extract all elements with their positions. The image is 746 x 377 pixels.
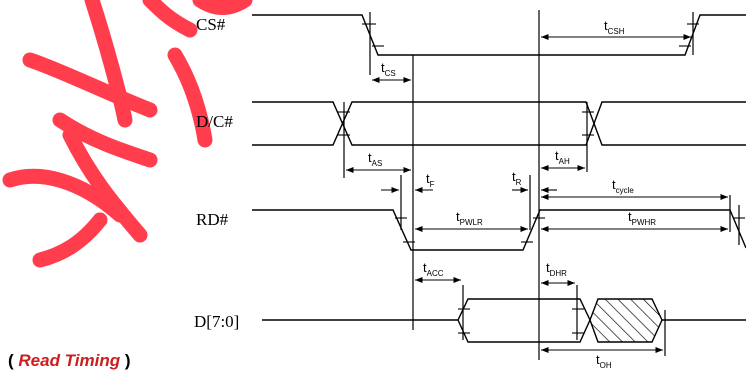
caption-close-paren: )	[120, 351, 131, 370]
cs-waveform	[252, 14, 746, 56]
dimension-arrows	[346, 33, 728, 354]
tcycle-label: tcycle	[612, 177, 634, 195]
tas-label: tAS	[368, 150, 382, 168]
transition-ticks	[338, 23, 745, 334]
tpwlr-label: tPWLR	[456, 209, 483, 227]
data-bus-signal-label: D[7:0]	[194, 312, 239, 331]
tah-label: tAH	[555, 148, 570, 166]
rd-signal-label: RD#	[196, 210, 229, 229]
data-bus-waveform	[262, 298, 746, 343]
diagram-caption: ( Read Timing )	[8, 351, 130, 371]
reference-lines	[343, 10, 740, 360]
dc-waveform	[252, 101, 746, 146]
dc-signal-label: D/C#	[196, 112, 233, 131]
tdhr-label: tDHR	[546, 260, 567, 278]
tcsh-label: tCSH	[604, 18, 625, 36]
tacc-label: tACC	[423, 260, 444, 278]
tcs-label: tCS	[381, 60, 396, 78]
caption-open-paren: (	[8, 351, 19, 370]
watermark-glyph	[2, 0, 253, 268]
tf-label: tF	[426, 171, 435, 189]
data-invalid-hatch	[589, 298, 663, 343]
tr-label: tR	[512, 169, 522, 187]
tpwhr-label: tPWHR	[628, 209, 656, 227]
rd-waveform	[252, 209, 746, 251]
timing-labels: tCS tCSH tAS tAH tF tR tcycle tPWLR tPWH…	[368, 18, 656, 370]
caption-title: Read Timing	[18, 351, 121, 370]
cs-signal-label: CS#	[196, 15, 226, 34]
toh-label: tOH	[596, 352, 612, 370]
